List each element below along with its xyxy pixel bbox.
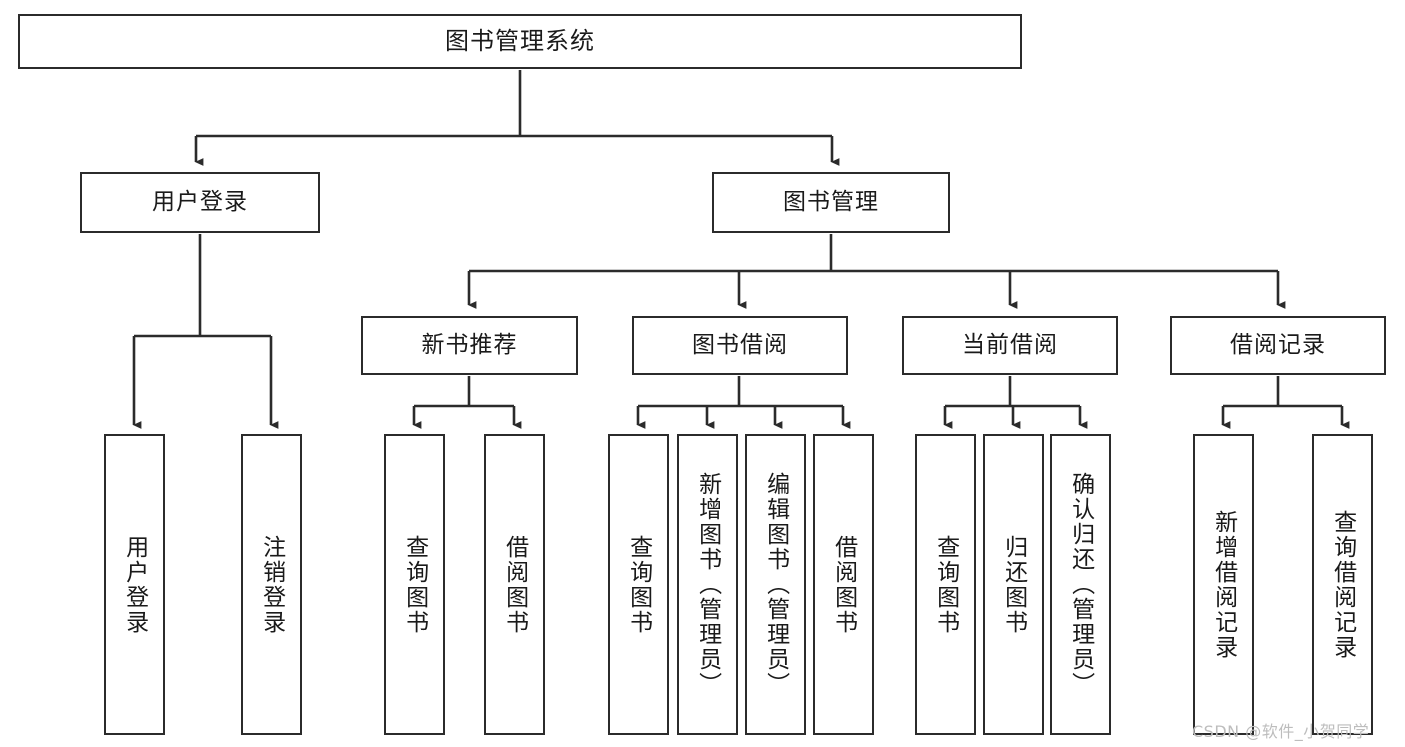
leaf-current-return-book-label: 归还图书 [1000,534,1027,635]
leaf-new-book-borrow-label: 借阅图书 [501,534,528,635]
leaf-user-login-login[interactable]: 用户登录 [104,434,165,735]
leaf-current-confirm-return[interactable]: 确认归还（管理员） [1050,434,1111,735]
leaf-borrow-query-book-label: 查询图书 [625,534,652,635]
leaf-borrow-add-book[interactable]: 新增图书（管理员） [677,434,738,735]
leaf-user-login-logout-label: 注销登录 [258,534,285,635]
leaf-new-book-query-label: 查询图书 [401,534,428,635]
leaf-user-login-login-label: 用户登录 [121,534,148,635]
node-borrow-record[interactable]: 借阅记录 [1170,316,1386,375]
leaf-borrow-query-book[interactable]: 查询图书 [608,434,669,735]
node-user-login-label: 用户登录 [152,188,248,215]
node-new-book-recommend[interactable]: 新书推荐 [361,316,578,375]
leaf-borrow-borrow-book-label: 借阅图书 [830,534,857,635]
leaf-borrow-edit-book[interactable]: 编辑图书（管理员） [745,434,806,735]
node-current-borrow-label: 当前借阅 [962,331,1058,358]
leaf-current-confirm-return-label: 确认归还（管理员） [1067,472,1094,697]
leaf-user-login-logout[interactable]: 注销登录 [241,434,302,735]
node-new-book-recommend-label: 新书推荐 [421,331,518,358]
leaf-record-query[interactable]: 查询借阅记录 [1312,434,1373,735]
leaf-record-add[interactable]: 新增借阅记录 [1193,434,1254,735]
leaf-new-book-borrow[interactable]: 借阅图书 [484,434,545,735]
node-book-borrow-label: 图书借阅 [692,331,788,358]
leaf-new-book-query[interactable]: 查询图书 [384,434,445,735]
leaf-current-query-book[interactable]: 查询图书 [915,434,976,735]
node-root-label: 图书管理系统 [445,27,595,56]
leaf-borrow-edit-book-label: 编辑图书（管理员） [762,472,789,697]
leaf-record-add-label: 新增借阅记录 [1210,509,1237,660]
leaf-current-return-book[interactable]: 归还图书 [983,434,1044,735]
node-root[interactable]: 图书管理系统 [18,14,1022,69]
leaf-borrow-borrow-book[interactable]: 借阅图书 [813,434,874,735]
leaf-borrow-add-book-label: 新增图书（管理员） [694,472,721,697]
node-current-borrow[interactable]: 当前借阅 [902,316,1118,375]
leaf-current-query-book-label: 查询图书 [932,534,959,635]
node-book-borrow[interactable]: 图书借阅 [632,316,848,375]
node-borrow-record-label: 借阅记录 [1230,331,1326,358]
node-book-management-label: 图书管理 [783,188,879,215]
node-book-management[interactable]: 图书管理 [712,172,950,233]
csdn-watermark: CSDN @软件_小贺同学 [1192,722,1370,741]
leaf-record-query-label: 查询借阅记录 [1329,509,1356,660]
node-user-login[interactable]: 用户登录 [80,172,320,233]
